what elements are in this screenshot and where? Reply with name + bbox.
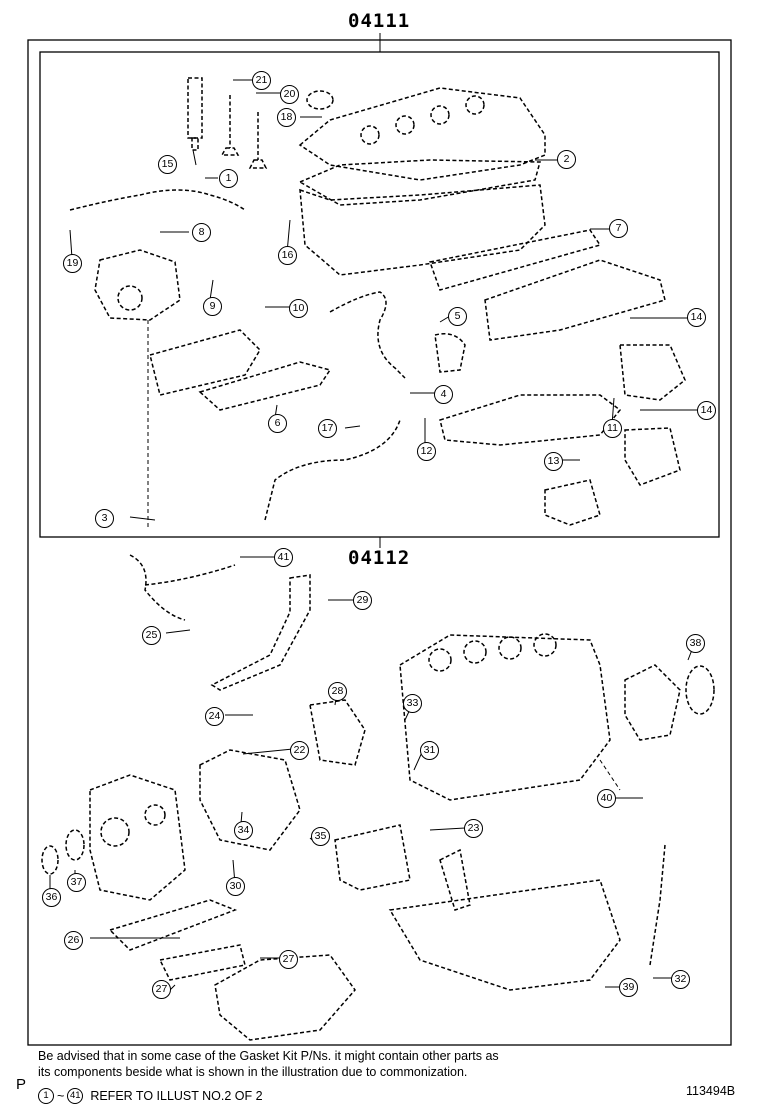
callout-27b[interactable]: 27 [152, 980, 171, 999]
callout-40[interactable]: 40 [597, 789, 616, 808]
callout-35[interactable]: 35 [311, 827, 330, 846]
oil-filler-cap [306, 90, 334, 110]
group-04112-label: 04112 [348, 547, 411, 569]
callout-22[interactable]: 22 [290, 741, 309, 760]
water-outlet [434, 333, 466, 373]
callout-26[interactable]: 26 [64, 931, 83, 950]
cylinder-head-cover [298, 87, 546, 181]
callout-34[interactable]: 34 [234, 821, 253, 840]
callout-13[interactable]: 13 [544, 452, 563, 471]
cylinder-head [299, 184, 546, 276]
oil-pan-gasket [108, 899, 238, 951]
turbo-oil-return-pipe [129, 554, 236, 621]
callout-19[interactable]: 19 [63, 254, 82, 273]
oil-cooler [158, 944, 246, 981]
exhaust-valve [248, 112, 268, 169]
callout-29[interactable]: 29 [353, 591, 372, 610]
group-04111-box [39, 51, 720, 538]
oil-pan [388, 879, 621, 991]
callout-11[interactable]: 11 [603, 419, 622, 438]
intake-manifold [484, 259, 666, 341]
callout-12[interactable]: 12 [417, 442, 436, 461]
turbo-oil-pipe [264, 419, 401, 521]
refer-text: REFER TO ILLUST NO.2 OF 2 [90, 1089, 263, 1103]
note-line-2: its components beside what is shown in t… [38, 1065, 468, 1079]
callout-8[interactable]: 8 [192, 223, 211, 242]
callout-6[interactable]: 6 [268, 414, 287, 433]
cylinder-block [399, 634, 611, 801]
oil-level-gauge [649, 844, 666, 966]
page-marker: P [16, 1076, 27, 1093]
injector-part [187, 77, 203, 151]
water-pump-gasket [309, 699, 366, 766]
callout-1[interactable]: 1 [219, 169, 238, 188]
refer-from-callout: 1 [38, 1088, 54, 1104]
exhaust-manifold-gasket [198, 361, 332, 411]
callout-33[interactable]: 33 [403, 694, 422, 713]
intake-valve [220, 95, 240, 156]
rear-oil-seal [685, 665, 715, 715]
callout-9[interactable]: 9 [203, 297, 222, 316]
callout-32[interactable]: 32 [671, 970, 690, 989]
callout-21[interactable]: 21 [252, 71, 271, 90]
callout-2[interactable]: 2 [557, 150, 576, 169]
callout-14b[interactable]: 14 [697, 401, 716, 420]
refer-separator: ~ [57, 1089, 65, 1103]
callout-17[interactable]: 17 [318, 419, 337, 438]
turbocharger [94, 249, 181, 321]
callout-4[interactable]: 4 [434, 385, 453, 404]
glow-plug-wiring [69, 189, 246, 211]
callout-24[interactable]: 24 [205, 707, 224, 726]
illustration-id: 113494B [686, 1084, 736, 1098]
callout-5[interactable]: 5 [448, 307, 467, 326]
egr-cooler [439, 394, 622, 446]
front-oil-seal [65, 829, 85, 861]
throttle-body [624, 427, 681, 486]
egr-valve [619, 344, 686, 401]
water-inlet-pipe [210, 574, 311, 691]
exhaust-manifold [149, 329, 261, 396]
callout-27a[interactable]: 27 [279, 950, 298, 969]
callout-16[interactable]: 16 [278, 246, 297, 265]
head-cover-gasket [298, 159, 541, 206]
callout-41[interactable]: 41 [274, 548, 293, 567]
callout-37[interactable]: 37 [67, 873, 86, 892]
note-line-1: Be advised that in some case of the Gask… [38, 1049, 499, 1063]
vacuum-pump [334, 824, 411, 891]
water-bypass-pipe [329, 291, 406, 379]
callout-36[interactable]: 36 [42, 888, 61, 907]
callout-18[interactable]: 18 [277, 108, 296, 127]
callout-25[interactable]: 25 [142, 626, 161, 645]
callout-30[interactable]: 30 [226, 877, 245, 896]
callout-28[interactable]: 28 [328, 682, 347, 701]
callout-20[interactable]: 20 [280, 85, 299, 104]
callout-31[interactable]: 31 [420, 741, 439, 760]
oil-strainer [439, 848, 471, 911]
refer-to-callout: 41 [67, 1088, 84, 1104]
callout-14a[interactable]: 14 [687, 308, 706, 327]
crank-front-seal [41, 845, 59, 875]
refer-note: 1 ~ 41 REFER TO ILLUST NO.2 OF 2 [38, 1088, 263, 1104]
oil-filter-bracket [214, 954, 356, 1041]
intake-manifold-gasket [429, 229, 602, 291]
rear-oil-seal-retainer [624, 664, 681, 741]
callout-10[interactable]: 10 [289, 299, 308, 318]
callout-23[interactable]: 23 [464, 819, 483, 838]
group-04111-label: 04111 [348, 10, 411, 32]
callout-38[interactable]: 38 [686, 634, 705, 653]
commonization-note: Be advised that in some case of the Gask… [38, 1048, 499, 1080]
callout-7[interactable]: 7 [609, 219, 628, 238]
throttle-actuator [544, 479, 601, 526]
front-timing-cover [89, 774, 186, 901]
callout-15[interactable]: 15 [158, 155, 177, 174]
callout-3[interactable]: 3 [95, 509, 114, 528]
callout-39[interactable]: 39 [619, 978, 638, 997]
timing-chain-cover [199, 749, 301, 851]
